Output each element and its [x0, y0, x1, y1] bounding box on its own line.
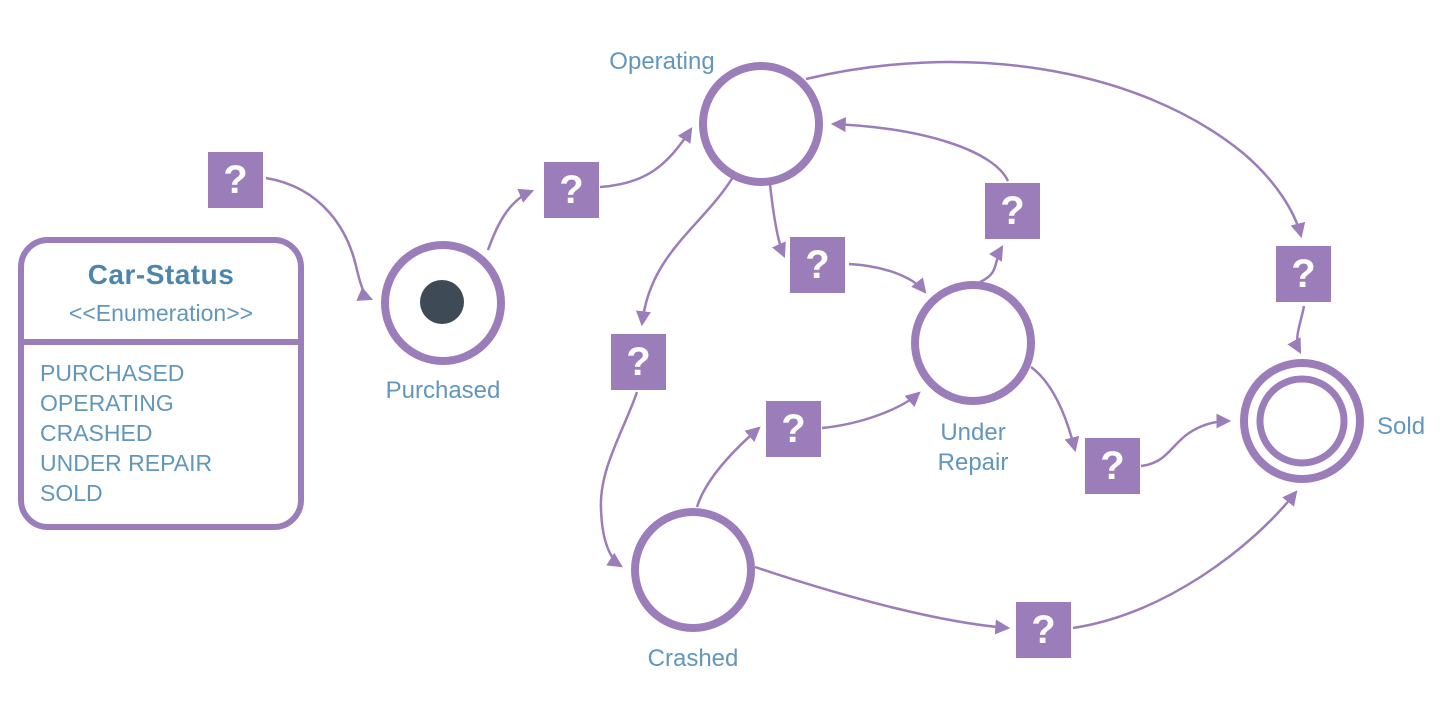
- edge-q-to-sold-top: [1287, 305, 1306, 354]
- edge-operating-to-q-sold: [805, 60, 1306, 239]
- edge-q-to-underrepair2: [821, 391, 921, 430]
- transition-q-crashed-sold[interactable]: ?: [1016, 602, 1071, 658]
- edge-q-to-operating: [599, 127, 693, 189]
- enumeration-stereotype: <<Enumeration>>: [68, 300, 254, 326]
- edge-q-to-crashed: [599, 391, 639, 568]
- state-sold-final[interactable]: [1240, 359, 1364, 483]
- label-sold: Sold: [1377, 413, 1426, 440]
- edge-q-to-underrepair: [848, 262, 927, 294]
- enum-value-purchased: PURCHASED: [40, 360, 185, 386]
- state-crashed[interactable]: [631, 508, 755, 632]
- edge-purchased-to-q: [486, 188, 535, 251]
- edge-crashed-to-q-underrepair: [695, 426, 761, 508]
- edge-underrepair-to-q-sold: [1030, 365, 1080, 453]
- state-operating[interactable]: [699, 62, 823, 186]
- edge-underrepair-to-q-operating: [979, 245, 1004, 284]
- state-under-repair[interactable]: [911, 281, 1035, 405]
- enum-value-under-repair: UNDER REPAIR: [40, 450, 213, 476]
- transition-q-underrepair-operating[interactable]: ?: [985, 183, 1040, 239]
- label-crashed: Crashed: [647, 645, 739, 672]
- state-purchased[interactable]: [381, 241, 505, 365]
- edge-q-to-sold-left: [1140, 413, 1232, 468]
- enumeration-title: Car-Status: [87, 259, 235, 290]
- edge-operating-to-q-underrepair: [768, 183, 786, 259]
- transition-q-operating-crashed[interactable]: ?: [611, 334, 666, 390]
- transition-q-operating-sold[interactable]: ?: [1276, 246, 1331, 302]
- transition-q-crashed-underrepair[interactable]: ?: [766, 401, 821, 457]
- enum-value-sold: SOLD: [40, 480, 103, 506]
- transition-q-start-purchased[interactable]: ?: [208, 152, 263, 208]
- enumeration-values: PURCHASED OPERATING CRASHED UNDER REPAIR…: [24, 345, 298, 524]
- edge-start-to-purchased: [265, 176, 374, 301]
- transition-q-underrepair-sold[interactable]: ?: [1085, 438, 1140, 494]
- enumeration-box: Car-Status <<Enumeration>> PURCHASED OPE…: [18, 237, 304, 530]
- edge-crashed-to-q-sold: [754, 565, 1011, 635]
- initial-state-dot: [420, 280, 464, 324]
- transition-q-operating-underrepair[interactable]: ?: [790, 237, 845, 293]
- edge-q-to-sold-bottom: [1072, 490, 1298, 630]
- label-purchased: Purchased: [385, 377, 501, 404]
- enumeration-header: Car-Status <<Enumeration>>: [24, 243, 298, 345]
- enum-value-crashed: CRASHED: [40, 420, 153, 446]
- edge-q-to-operating-return: [830, 117, 1010, 182]
- enum-value-operating: OPERATING: [40, 390, 174, 416]
- label-operating: Operating: [609, 48, 715, 75]
- edge-operating-to-q-crashed: [635, 176, 735, 327]
- label-under-repair: Under Repair: [937, 419, 1009, 476]
- transition-q-purchased-operating[interactable]: ?: [544, 162, 599, 218]
